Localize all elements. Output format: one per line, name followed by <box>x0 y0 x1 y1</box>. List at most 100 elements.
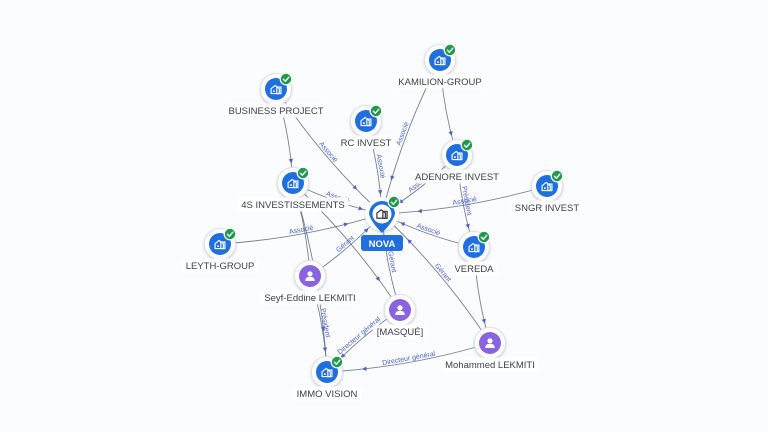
node-label-bg <box>336 135 396 150</box>
node-label-bg <box>372 324 428 339</box>
node-label: Seyf-Eddine LEKMITI <box>264 293 355 304</box>
node-label: 4S INVESTISSEMENTS <box>241 200 344 211</box>
edge-label: Gérant <box>433 263 452 284</box>
edge-arrow <box>288 158 294 164</box>
person-icon <box>485 338 495 348</box>
edge-arrow <box>340 353 346 358</box>
node-label-bg <box>510 200 584 215</box>
node-label: LEYTH-GROUP <box>186 261 255 272</box>
edge-label: Associé <box>317 141 338 164</box>
building-icon <box>434 55 446 66</box>
edge-arrow <box>375 276 380 282</box>
edge-label: Associé <box>415 223 441 238</box>
edge-arrow <box>343 222 349 227</box>
verified-check-icon <box>443 43 457 57</box>
node-leyth-group[interactable]: LEYTH-GROUP <box>181 227 259 273</box>
edge-arrow <box>448 131 453 136</box>
edge-arrow <box>481 318 486 324</box>
edge-line <box>326 342 491 373</box>
edge-label: Président <box>319 308 331 338</box>
building-icon <box>321 367 333 378</box>
node-nova[interactable]: NOVA <box>361 195 403 251</box>
edge-arrow <box>361 366 367 371</box>
node-sngr-invest[interactable]: SNGR INVEST <box>510 169 584 215</box>
building-icon <box>468 242 480 253</box>
edge-arrow <box>377 189 383 195</box>
node-immo-vision[interactable]: IMMO VISION <box>292 355 362 401</box>
node-business-project[interactable]: BUSINESS PROJECT <box>224 72 328 118</box>
node-label: NOVA <box>369 239 396 250</box>
edge-arrow <box>320 326 326 332</box>
node-masque[interactable]: [MASQUÉ] <box>372 294 428 339</box>
node-label: BUSINESS PROJECT <box>228 106 323 117</box>
edge-label: Associé <box>375 154 386 179</box>
verified-check-icon <box>369 104 383 118</box>
edge-label: Associé <box>396 121 411 147</box>
node-seyf-eddine-lekmiti[interactable]: Seyf-Eddine LEKMITI <box>260 260 360 305</box>
node-mohammed-lekmiti[interactable]: Mohammed LEKMITI <box>441 327 539 372</box>
building-icon <box>451 150 463 161</box>
edge-arrow <box>407 239 413 244</box>
edge-arrow <box>417 208 423 214</box>
focus-label-bg <box>361 235 403 251</box>
verified-check-icon <box>279 72 293 86</box>
verified-check-icon <box>550 169 564 183</box>
edge-label: Associé <box>452 196 477 207</box>
edge-arrow <box>390 175 395 181</box>
node-label-bg <box>394 74 486 89</box>
node-label: IMMO VISION <box>297 389 358 400</box>
edge-label: Directeur général <box>382 351 437 367</box>
verified-check-icon <box>330 355 344 369</box>
node-label: VEREDA <box>454 264 494 275</box>
building-icon <box>270 84 282 95</box>
edge-arrow <box>352 184 358 190</box>
node-label: Mohammed LEKMITI <box>445 360 535 371</box>
node-adenore-invest[interactable]: ADENORE INVEST <box>411 138 504 184</box>
building-icon <box>287 178 299 189</box>
node-label-bg <box>237 197 349 212</box>
node-label-bg <box>450 261 499 276</box>
node-label-bg <box>181 258 259 273</box>
node-label: KAMILION-GROUP <box>398 77 481 88</box>
edge-4s-masque <box>292 182 401 311</box>
edge-line <box>292 182 401 311</box>
edge-leyth-nova: Associé <box>219 213 383 245</box>
edge-label: Associé <box>289 225 314 236</box>
person-icon <box>305 271 315 281</box>
node-kamilion-group[interactable]: KAMILION-GROUP <box>394 43 486 89</box>
node-label: [MASQUÉ] <box>377 327 423 338</box>
edge-line <box>219 213 383 245</box>
edge-label: Gérant <box>386 251 397 273</box>
edge-line <box>381 213 491 344</box>
building-icon <box>376 209 388 219</box>
node-4s-investissements[interactable]: 4S INVESTISSEMENTS <box>237 166 349 212</box>
node-label-bg <box>224 103 328 118</box>
edge-arrow <box>322 347 328 353</box>
node-label-bg <box>260 290 360 305</box>
edge-arrow <box>465 223 470 229</box>
node-label-bg <box>292 386 362 401</box>
verified-check-icon <box>460 138 474 152</box>
verified-check-icon <box>387 195 401 209</box>
building-icon <box>214 239 226 250</box>
node-label-bg <box>441 357 539 372</box>
verified-check-icon <box>477 230 491 244</box>
edge-arrow <box>358 206 364 211</box>
edge-line <box>381 185 548 215</box>
building-icon <box>541 181 553 192</box>
node-label: RC INVEST <box>341 138 392 149</box>
edge-arrow <box>400 222 406 227</box>
node-rc-invest[interactable]: RC INVEST <box>336 104 396 150</box>
building-icon <box>360 116 372 127</box>
node-label-bg <box>411 169 504 184</box>
verified-check-icon <box>296 166 310 180</box>
node-label: ADENORE INVEST <box>415 172 499 183</box>
verified-check-icon <box>223 227 237 241</box>
edge-sngr-nova: Associé <box>381 185 548 215</box>
edge-arrow <box>363 228 369 233</box>
node-vereda[interactable]: VEREDA <box>450 230 499 276</box>
person-icon <box>395 305 405 315</box>
node-label: SNGR INVEST <box>515 203 580 214</box>
